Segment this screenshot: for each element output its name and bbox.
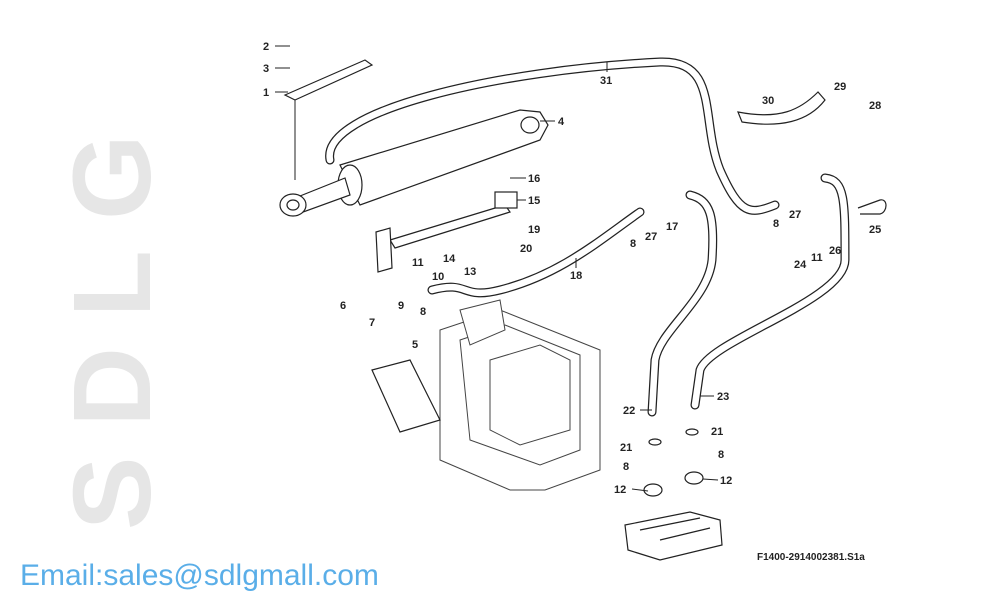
callout-10: 10: [432, 271, 444, 283]
callout-9: 9: [398, 300, 404, 312]
callout-22: 22: [623, 405, 635, 417]
callout-12: 12: [614, 484, 626, 496]
callout-8: 8: [718, 449, 724, 461]
callout-8: 8: [773, 218, 779, 230]
callout-20: 20: [520, 243, 532, 255]
callout-18: 18: [570, 270, 582, 282]
flange-right: [684, 471, 704, 485]
hose-31: [325, 57, 780, 215]
hydraulic-cylinder: [279, 109, 549, 217]
callout-15: 15: [528, 195, 540, 207]
o-ring-right: [685, 428, 699, 436]
callout-28: 28: [869, 100, 881, 112]
callout-7: 7: [369, 317, 375, 329]
pipe-23: [690, 173, 850, 410]
plate: [371, 359, 441, 433]
callout-21: 21: [620, 442, 632, 454]
hose-18: [427, 207, 645, 298]
callout-8: 8: [630, 238, 636, 250]
callout-19: 19: [528, 224, 540, 236]
figure-code: F1400-2914002381.S1a: [757, 552, 865, 563]
callout-3: 3: [263, 63, 269, 75]
loader-frame: [439, 299, 601, 491]
mount-plate: [375, 227, 393, 273]
callout-27: 27: [789, 209, 801, 221]
hose-guard: [737, 91, 826, 125]
callout-16: 16: [528, 173, 540, 185]
leader-lines: [275, 45, 719, 492]
callout-5: 5: [412, 339, 418, 351]
callout-11: 11: [811, 252, 823, 264]
watermark-brand: SDLG: [51, 104, 174, 530]
bracket: [283, 59, 374, 101]
callout-11: 11: [412, 257, 424, 269]
u-bolt: [857, 199, 887, 215]
callout-26: 26: [829, 245, 841, 257]
callout-14: 14: [443, 253, 456, 265]
callout-25: 25: [869, 224, 881, 236]
callout-24: 24: [794, 259, 807, 271]
callout-29: 29: [834, 81, 846, 93]
callout-30: 30: [762, 95, 774, 107]
callout-8: 8: [420, 306, 426, 318]
flange-left: [643, 483, 663, 497]
callout-31: 31: [600, 75, 612, 87]
control-valve: [624, 511, 723, 561]
callout-12: 12: [720, 475, 732, 487]
support-rod: [389, 204, 511, 249]
callout-2: 2: [263, 41, 269, 53]
callout-8: 8: [623, 461, 629, 473]
clamp: [494, 191, 518, 209]
callout-21: 21: [711, 426, 723, 438]
callout-1: 1: [263, 87, 269, 99]
watermark-email: Email:sales@sdlgmall.com: [20, 559, 379, 592]
callout-4: 4: [558, 116, 565, 128]
callout-23: 23: [717, 391, 729, 403]
callout-27: 27: [645, 231, 657, 243]
callout-6: 6: [340, 300, 346, 312]
callout-13: 13: [464, 266, 476, 278]
o-ring-left: [648, 438, 662, 446]
callout-17: 17: [666, 221, 678, 233]
pipe-22: [647, 190, 718, 417]
callout-labels: 2 3 1 31 4 16 15 19 20 14 13 11 10 9 8 1…: [263, 41, 881, 496]
